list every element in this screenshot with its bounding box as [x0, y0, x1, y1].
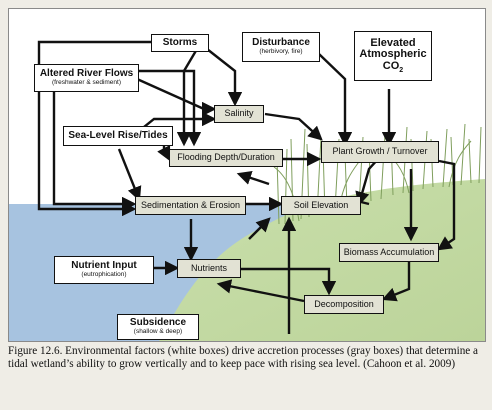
disturbance-box: Disturbance (herbivory, fire) [242, 32, 320, 62]
nutrient-input-sublabel: (eutrophication) [81, 270, 127, 278]
salinity-box: Salinity [214, 105, 264, 123]
figure-caption: Figure 12.6. Environmental factors (whit… [8, 345, 479, 370]
co2-formula: CO [382, 59, 400, 72]
co2-label-2: Atmospheric [359, 48, 427, 61]
sea-level-box: Sea-Level Rise/Tides [63, 126, 173, 146]
biomass-label: Biomass Accumulation [343, 246, 435, 257]
subsidence-sublabel: (shallow & deep) [133, 327, 183, 335]
subsidence-box: Subsidence (shallow & deep) [117, 314, 199, 340]
salinity-label: Salinity [224, 108, 254, 119]
co2-subscript: 2 [399, 66, 404, 74]
flooding-box: Flooding Depth/Duration [169, 149, 283, 167]
sea-level-label: Sea-Level Rise/Tides [68, 129, 168, 141]
nutrient-input-label: Nutrient Input [71, 260, 137, 272]
disturbance-sublabel: (herbivory, fire) [259, 47, 303, 55]
biomass-box: Biomass Accumulation [339, 243, 439, 262]
sedimentation-label: Sedimentation & Erosion [140, 199, 241, 210]
nutrient-input-box: Nutrient Input (eutrophication) [54, 256, 154, 284]
co2-box: Elevated Atmospheric CO2 [354, 31, 432, 81]
soil-elevation-box: Soil Elevation [281, 196, 361, 215]
disturbance-label: Disturbance [252, 37, 310, 49]
nutrients-label: Nutrients [190, 262, 227, 273]
subsidence-label: Subsidence [129, 317, 187, 329]
storms-label: Storms [162, 36, 198, 48]
river-flows-label: Altered River Flows [39, 68, 134, 80]
sedimentation-box: Sedimentation & Erosion [135, 196, 246, 215]
co2-label-1: Elevated [370, 36, 416, 49]
storms-box: Storms [151, 34, 209, 52]
river-flows-sublabel: (freshwater & sediment) [52, 78, 121, 86]
co2-label-3: CO2 [382, 59, 404, 75]
decomposition-label: Decomposition [314, 298, 374, 309]
plant-growth-box: Plant Growth / Turnover [321, 141, 439, 163]
river-flows-box: Altered River Flows (freshwater & sedime… [34, 64, 139, 92]
diagram-figure: Storms Disturbance (herbivory, fire) Ele… [8, 8, 486, 342]
flooding-label: Flooding Depth/Duration [177, 152, 275, 163]
nutrients-box: Nutrients [177, 259, 241, 278]
plant-growth-label: Plant Growth / Turnover [332, 146, 428, 157]
soil-elevation-label: Soil Elevation [293, 199, 349, 210]
decomposition-box: Decomposition [304, 295, 384, 314]
